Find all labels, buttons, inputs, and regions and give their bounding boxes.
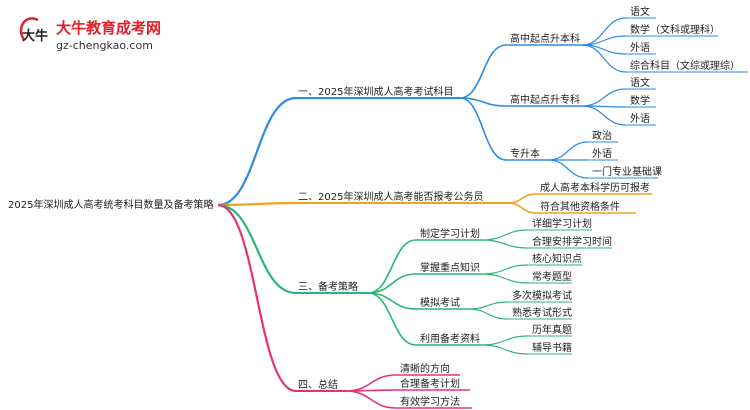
- link-root-branch-4: [217, 203, 297, 393]
- branch-1-node-3: 专升本: [510, 147, 540, 160]
- root-topic: 2025年深圳成人高考统考科目数量及备考策略: [8, 198, 213, 211]
- branch-3-node-4: 利用备考资料: [420, 332, 480, 345]
- link-root-branch-1: [217, 96, 297, 207]
- branch-1-node-1-leaf-4: 综合科目（文综或理综）: [630, 59, 740, 72]
- branch-4-node-2: 合理备考计划: [400, 377, 460, 390]
- branch-4-label: 四、总结: [298, 378, 338, 391]
- branch-3-node-3-leaf-2: 熟悉考试形式: [512, 306, 572, 319]
- logo-title: 大牛教育成考网: [56, 19, 161, 37]
- branch-1-node-1-leaf-1: 语文: [630, 5, 650, 18]
- logo-mark-text: 大牛: [22, 28, 48, 44]
- branch-3-node-1-leaf-1: 详细学习计划: [532, 217, 592, 230]
- branch-1-node-2-leaf-2: 数学: [630, 94, 650, 107]
- logo: 大牛 大牛教育成考网 gz-chengkao.com: [19, 17, 161, 52]
- branch-3-node-4-leaf-2: 辅导书籍: [532, 341, 572, 354]
- branch-3-node-1-leaf-2: 合理安排学习时间: [532, 235, 612, 248]
- branch-3-node-3: 模拟考试: [420, 296, 460, 309]
- link-branch-2-node-2: [507, 202, 537, 214]
- branch-2-node-1: 成人高考本科学历可报考: [540, 181, 650, 194]
- branch-1-node-3-leaf-3: 一门专业基础课: [592, 165, 662, 178]
- branch-1-node-2-leaf-3: 外语: [630, 113, 650, 125]
- branch-1-node-1: 高中起点升本科: [510, 32, 580, 45]
- link-branch-2-node-1: [507, 193, 537, 204]
- branch-1-node-3-leaf-1: 政治: [592, 129, 612, 142]
- branch-4-node-3: 有效学习方法: [400, 395, 460, 408]
- link-branch-1-node-2-leaf-3: [581, 105, 627, 126]
- branch-3-node-3-leaf-1: 多次模拟考试: [512, 289, 572, 302]
- branch-1-node-3-leaf-2: 外语: [592, 148, 612, 160]
- link-branch-3-node-4: [367, 292, 417, 346]
- branch-3-node-1: 制定学习计划: [420, 227, 480, 240]
- link-branch-1-node-3-leaf-3: [547, 159, 589, 179]
- logo-mark-icon: 大牛: [19, 17, 48, 44]
- link-branch-3-node-2-leaf-2: [481, 273, 529, 284]
- branch-1-node-2-leaf-1: 语文: [630, 76, 650, 89]
- branch-4-node-1: 清晰的方向: [400, 362, 450, 375]
- link-root-branch-2: [217, 201, 297, 207]
- branch-3-node-2-leaf-2: 常考题型: [532, 270, 572, 283]
- logo-url: gz-chengkao.com: [56, 39, 153, 52]
- branch-2-label: 二、2025年深圳成人高考能否报考公务员: [298, 190, 483, 203]
- branch-1-node-2: 高中起点升专科: [510, 93, 580, 106]
- link-branch-4-node-1: [345, 374, 397, 392]
- branch-2-node-2: 符合其他资格条件: [540, 200, 620, 213]
- link-branch-3-node-2: [367, 273, 417, 294]
- branch-1-label: 一、2025年深圳成人高考考试科目: [298, 85, 453, 98]
- link-root-branch-3: [217, 203, 297, 295]
- link-branch-1-node-2: [459, 97, 507, 107]
- link-branch-3-node-4-leaf-1: [481, 335, 529, 346]
- connector-lines: [217, 17, 748, 409]
- link-branch-1-node-3: [459, 97, 507, 161]
- link-branch-3-node-3-leaf-1: [467, 301, 509, 310]
- branch-3-node-4-leaf-1: 历年真题: [532, 323, 572, 336]
- link-branch-1-node-1: [459, 44, 507, 99]
- link-branch-1-node-1-leaf-4: [581, 44, 627, 73]
- branch-1-node-1-leaf-3: 外语: [630, 42, 650, 54]
- branch-3-node-2-leaf-1: 核心知识点: [532, 252, 582, 265]
- branch-1-node-1-leaf-2: 数学（文科或理科）: [630, 23, 720, 36]
- link-branch-3-node-1: [367, 239, 417, 294]
- mind-map-nodes: 2025年深圳成人高考统考科目数量及备考策略 一、2025年深圳成人高考考试科目…: [8, 5, 740, 408]
- link-branch-3-node-4-leaf-2: [481, 344, 529, 355]
- link-branch-1-node-2-leaf-1: [581, 88, 627, 107]
- link-branch-1-node-3-leaf-1: [547, 141, 589, 161]
- branch-3-node-2: 掌握重点知识: [420, 261, 480, 274]
- link-branch-3-node-3-leaf-2: [467, 308, 509, 320]
- branch-3-label: 三、备考策略: [298, 280, 358, 293]
- link-branch-3-node-1-leaf-2: [481, 239, 529, 249]
- link-branch-3-node-2-leaf-1: [481, 264, 529, 275]
- link-branch-3-node-1-leaf-1: [481, 229, 529, 241]
- link-branch-4-node-3: [345, 390, 397, 409]
